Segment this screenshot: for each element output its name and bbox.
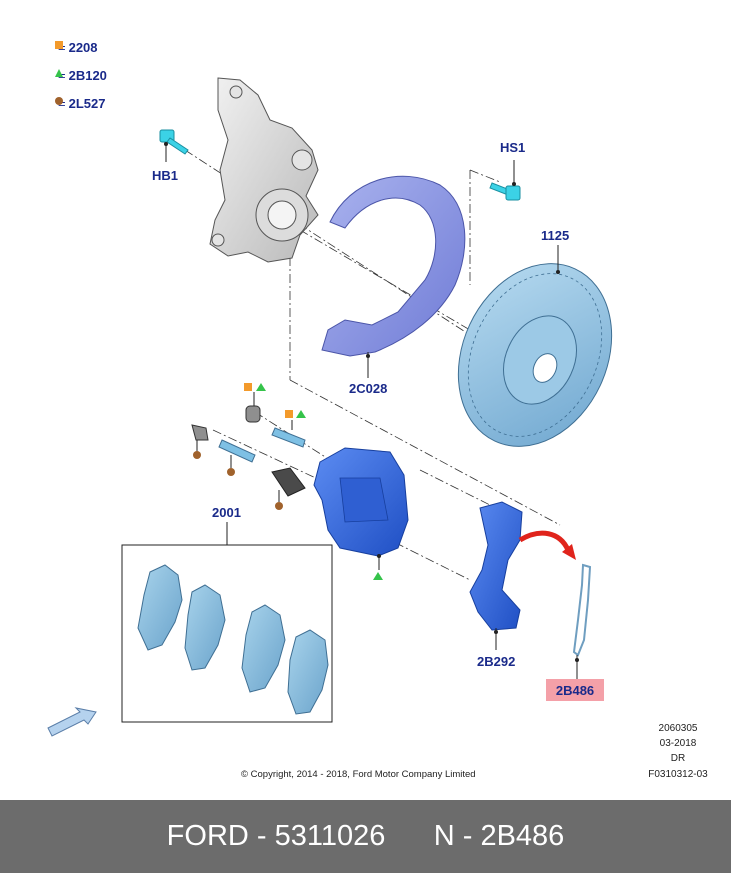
triangle-marker — [373, 572, 383, 580]
meta-code: 2060305 — [658, 723, 698, 734]
direction-arrow-icon — [47, 707, 97, 737]
square-marker — [244, 383, 252, 391]
copyright-text: © Copyright, 2014 - 2018, Ford Motor Com… — [241, 769, 476, 780]
anti-rattle-spring-part — [572, 563, 592, 679]
callout-2001[interactable]: 2001 — [212, 505, 241, 520]
brake-caliper-part — [313, 447, 409, 570]
triangle-marker — [256, 383, 266, 391]
triangle-marker — [296, 410, 306, 418]
callout-hs1[interactable]: HS1 — [500, 140, 526, 155]
legend-item-square: = 2208 — [54, 39, 98, 55]
meta-figure-id: F0310312-03 — [648, 769, 708, 780]
caliper-bracket-part — [469, 501, 523, 650]
red-arrow-icon — [518, 530, 571, 552]
callout-hb1[interactable]: HB1 — [152, 168, 179, 183]
brown-circle-icon — [55, 97, 63, 105]
diagram-artwork — [47, 77, 613, 737]
green-triangle-icon — [55, 69, 63, 77]
exploded-parts-diagram: = 2208 = 2B120 = 2L527 HB1 HS1 1125 2C02… — [47, 39, 708, 780]
meta-dr: DR — [670, 753, 686, 764]
legend-item-triangle: = 2B120 — [54, 67, 107, 83]
steering-knuckle-part — [209, 77, 319, 263]
brake-pads-part — [137, 564, 329, 715]
callout-2b486-highlight[interactable]: 2B486 — [546, 679, 604, 701]
legend-label: 2208 — [68, 39, 98, 55]
bolt-hb1-part — [159, 129, 189, 162]
bolt-hs1-part — [489, 160, 521, 201]
dust-shield-part — [321, 175, 466, 378]
footer-ref: 2B486 — [480, 820, 565, 852]
legend-item-circle: = 2L527 — [54, 95, 106, 111]
callout-2b292[interactable]: 2B292 — [477, 654, 516, 669]
footer-part-number: 5311026 — [274, 820, 386, 852]
part-number-footer: FORD - 5311026 N - 2B486 — [0, 800, 731, 873]
legend-label: 2L527 — [68, 95, 106, 111]
square-marker — [285, 410, 293, 418]
guide-pin-parts — [191, 392, 306, 510]
orange-square-icon — [55, 41, 63, 49]
footer-ref-prefix: N — [433, 820, 455, 852]
footer-brand: FORD — [166, 820, 249, 852]
callout-1125[interactable]: 1125 — [541, 228, 570, 243]
brake-disc-part — [457, 245, 613, 447]
legend-label: 2B120 — [68, 67, 107, 83]
meta-date: 03-2018 — [659, 738, 697, 749]
red-arrowhead-icon — [562, 544, 576, 560]
callout-2c028[interactable]: 2C028 — [349, 381, 388, 396]
